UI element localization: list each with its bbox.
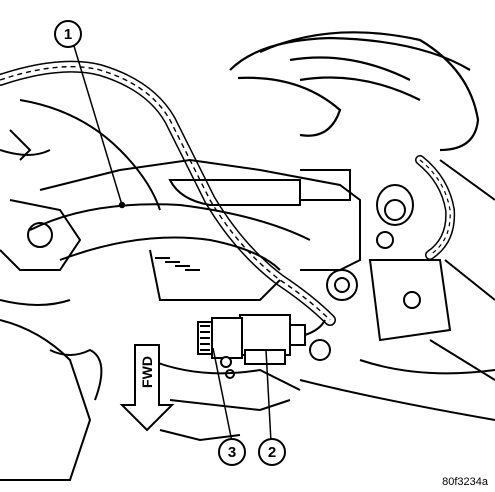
callout-1-circle bbox=[54, 20, 82, 48]
callout-2: 2 bbox=[258, 438, 286, 466]
callout-3-number: 3 bbox=[228, 444, 236, 461]
right-components bbox=[299, 159, 495, 421]
callout-2-number: 2 bbox=[268, 444, 276, 461]
left-components bbox=[0, 129, 103, 481]
callout-3-circle bbox=[218, 438, 246, 466]
callout-1-number: 1 bbox=[64, 26, 72, 43]
fwd-arrow: FWD bbox=[119, 344, 175, 432]
leader-lines bbox=[73, 45, 272, 443]
lower-components bbox=[149, 359, 301, 442]
pulley-housing bbox=[229, 31, 480, 152]
figure-id: 80f3234a bbox=[442, 476, 489, 488]
callout-3: 3 bbox=[218, 438, 246, 466]
fwd-label: FWD bbox=[139, 356, 155, 388]
callout-2-circle bbox=[258, 438, 286, 466]
sensor-connector bbox=[239, 314, 326, 365]
frame-rail bbox=[29, 158, 361, 301]
sensor-body bbox=[197, 317, 243, 379]
callout-1: 1 bbox=[54, 20, 82, 48]
wiring-harness bbox=[0, 60, 456, 326]
